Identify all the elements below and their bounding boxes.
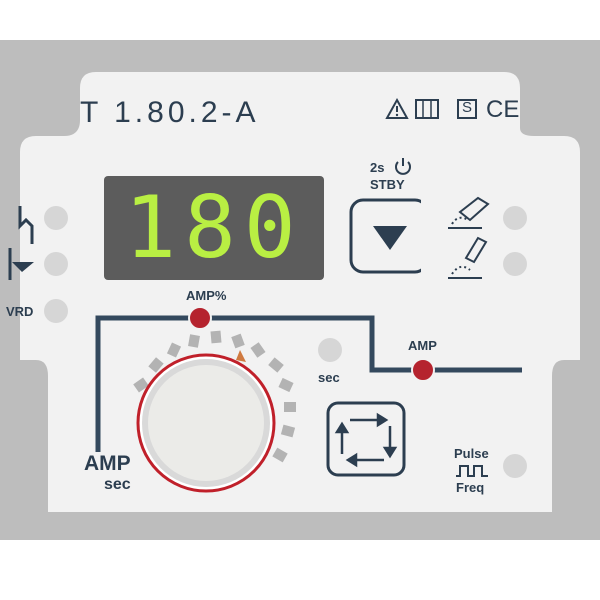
warning-icon — [385, 97, 409, 119]
freq-label: Freq — [456, 480, 485, 495]
sec-label: sec — [318, 370, 340, 385]
hf-tig-icon — [8, 248, 34, 280]
axis-sec-label: sec — [104, 476, 131, 493]
knob-scale — [133, 330, 296, 463]
down-arrow-icon — [373, 226, 407, 250]
display-value: 180 — [124, 178, 304, 278]
vrd-label: VRD — [6, 304, 34, 319]
standby-label: STBY — [370, 177, 405, 192]
main-knob[interactable] — [136, 350, 276, 493]
right-led-1 — [503, 206, 527, 230]
amp-led — [411, 358, 435, 382]
axis-amp-label: AMP — [84, 452, 131, 475]
power-icon — [395, 158, 411, 175]
2t-trigger-icon — [448, 196, 490, 229]
amp-percent-led — [188, 306, 212, 330]
pulse-led — [503, 454, 527, 478]
digital-display: 180 — [104, 176, 324, 280]
panel-face — [20, 72, 580, 512]
left-led-2 — [44, 252, 68, 276]
s-mark: S — [462, 99, 473, 116]
cycle-button[interactable] — [326, 401, 406, 477]
standby-button[interactable] — [349, 198, 431, 274]
s-mark-icon — [457, 99, 477, 119]
right-led-2 — [503, 252, 527, 276]
standby-timer: 2s — [370, 160, 385, 175]
amp-label: AMP — [408, 338, 437, 353]
sec-led — [318, 338, 342, 362]
pulse-label: Pulse — [454, 446, 489, 461]
pulse-icon — [456, 465, 488, 477]
transformer-icon — [415, 99, 439, 119]
knob-pointer — [236, 350, 246, 362]
amp-percent-label: AMP% — [186, 288, 227, 303]
cycle-arrows-icon — [334, 412, 398, 468]
model-name: T 1.80.2-A — [80, 96, 260, 129]
4t-trigger-icon — [448, 236, 488, 279]
lift-tig-icon — [18, 206, 34, 244]
left-led-1 — [44, 206, 68, 230]
ce-mark: CE — [486, 96, 520, 123]
vrd-led — [44, 299, 68, 323]
